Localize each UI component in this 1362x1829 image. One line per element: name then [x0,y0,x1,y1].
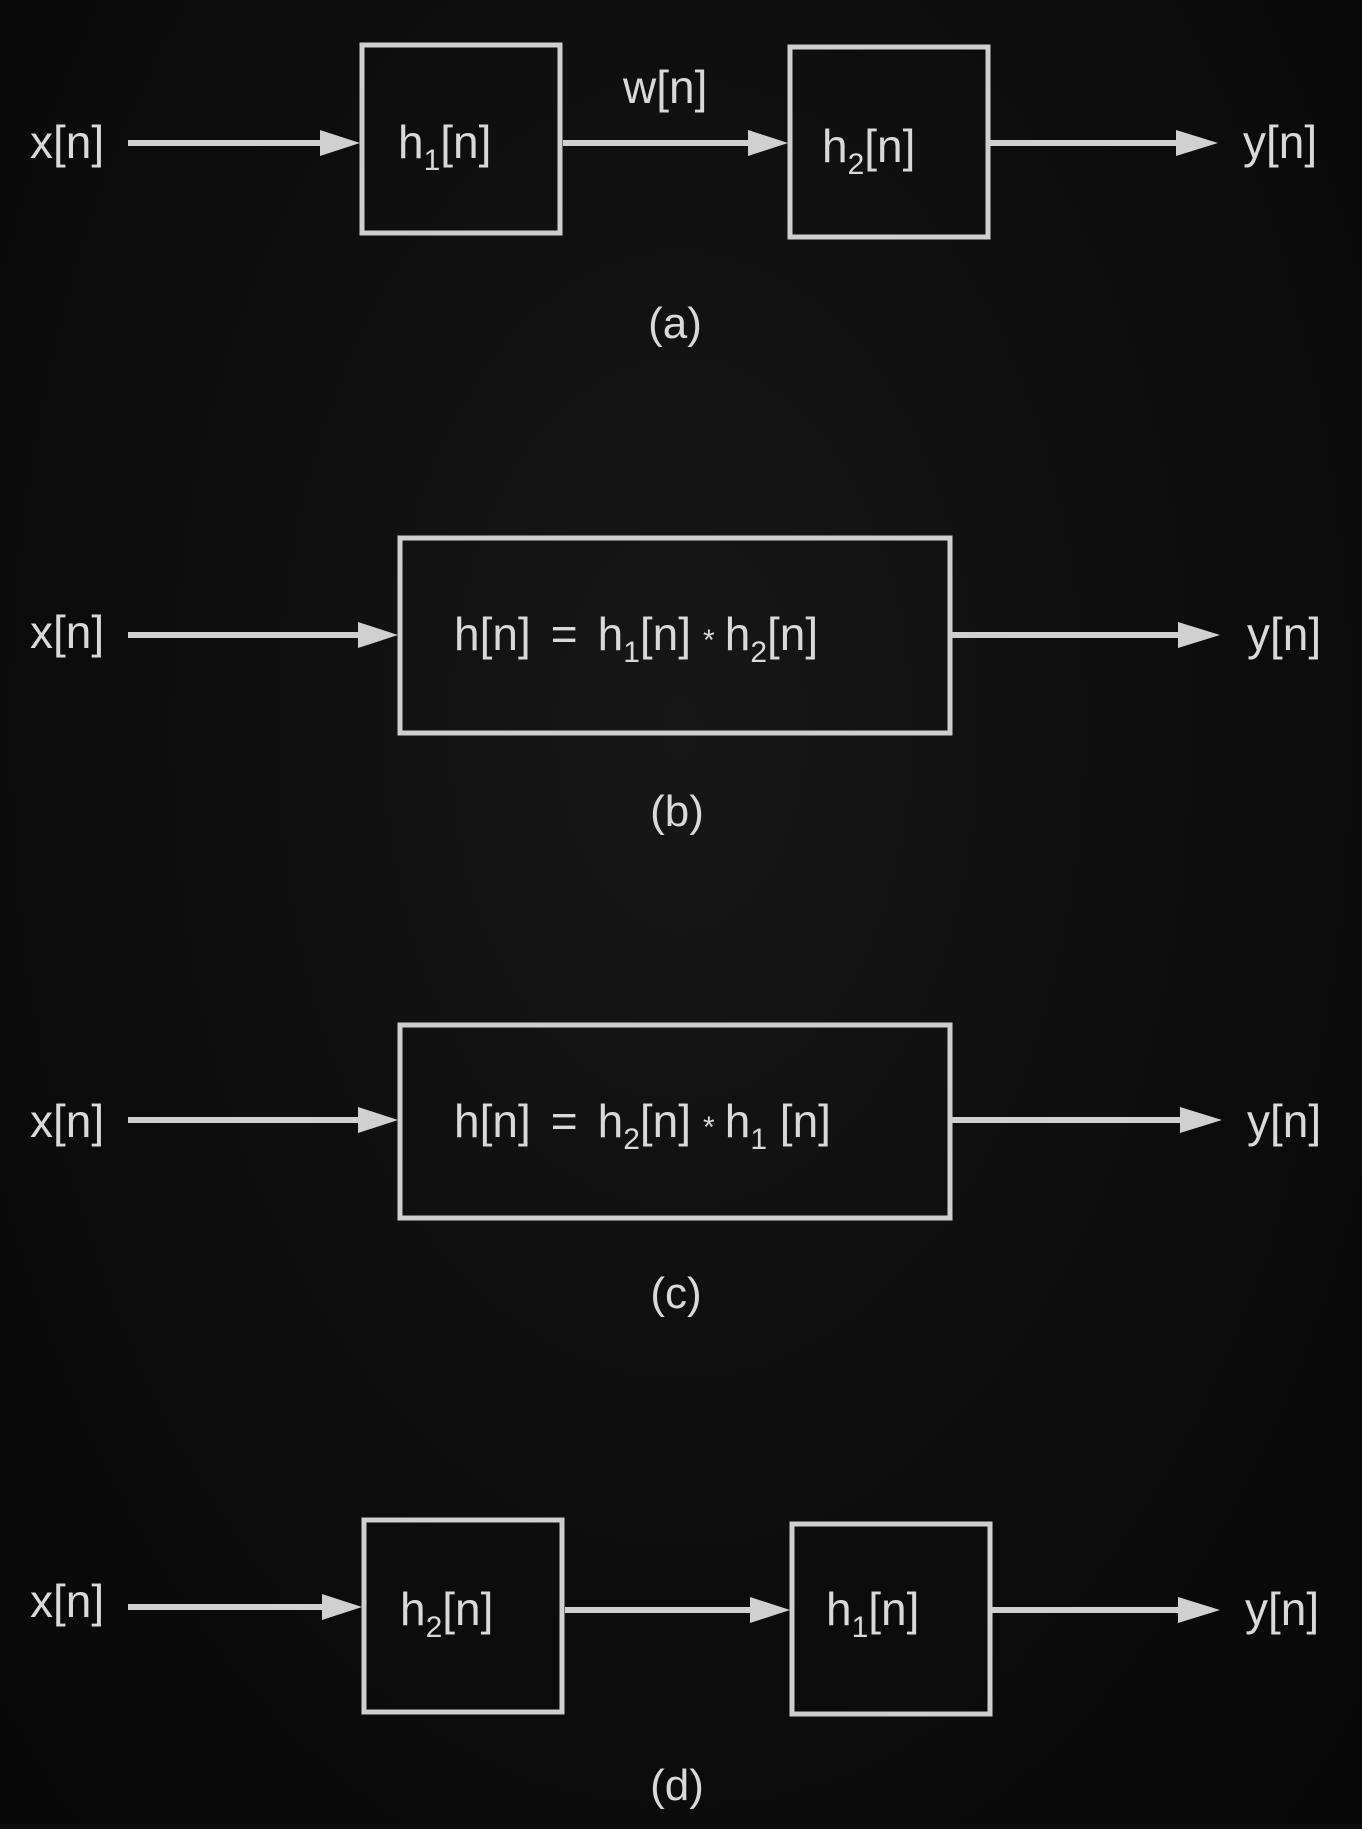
diagram-b: x[n] h[n]=h1[n]*h2[n] y[n] (b) [30,535,1321,836]
block-h2 [361,1517,565,1715]
arrowhead [320,130,360,156]
arrowhead [1178,1597,1220,1623]
arrowhead [748,130,788,156]
arrowhead [358,1107,398,1133]
diagram-c: x[n] h[n]=h2[n]*h1 [n] y[n] (c) [30,1022,1321,1318]
caption-d: (d) [650,1761,704,1810]
output-signal-label: y[n] [1247,1095,1321,1147]
arrowhead [358,622,398,648]
output-signal-label: y[n] [1247,608,1321,660]
diagram-a: x[n] h1[n] w[n] h2[n] y[n] (a) [30,42,1317,348]
arrowhead [322,1594,362,1620]
block-label: h1[n] [398,116,491,177]
arrowhead [1178,622,1220,648]
arrowhead [1176,130,1218,156]
input-signal-label: x[n] [30,606,104,658]
block-label: h1[n] [826,1583,919,1644]
block-h1 [359,42,563,236]
arrowhead [750,1597,790,1623]
input-signal-label: x[n] [30,1095,104,1147]
intermediate-signal-label: w[n] [622,61,707,113]
block-label: h2[n] [400,1583,493,1644]
block-h-combined [397,1022,953,1221]
block-label: h2[n] [822,120,915,181]
caption-b: (b) [650,787,704,836]
equation-label: h[n]=h1[n]*h2[n] [454,608,818,669]
diagram-d: x[n] h2[n] h1[n] y[n] (d) [30,1517,1319,1810]
block-h2 [787,44,991,240]
caption-c: (c) [650,1269,701,1318]
input-signal-label: x[n] [30,116,104,168]
block-h-combined [397,535,953,736]
input-signal-label: x[n] [30,1575,104,1627]
equation-label: h[n]=h2[n]*h1 [n] [454,1095,831,1156]
output-signal-label: y[n] [1245,1583,1319,1635]
caption-a: (a) [648,299,702,348]
output-signal-label: y[n] [1243,116,1317,168]
block-h1 [789,1521,993,1717]
arrowhead [1180,1107,1222,1133]
